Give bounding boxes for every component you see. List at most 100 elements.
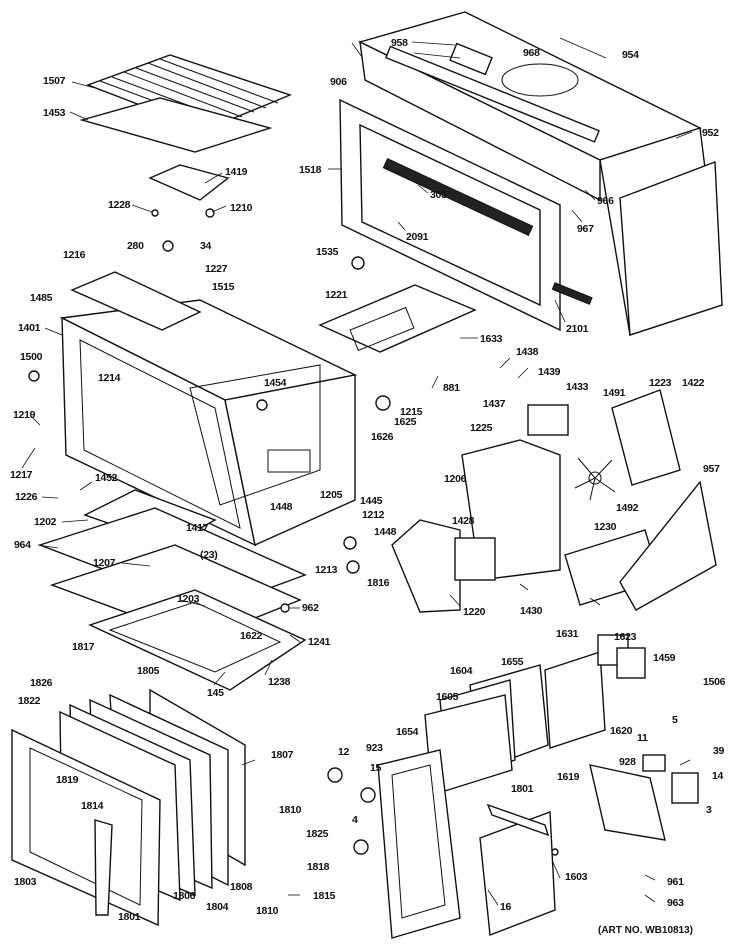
callout-34: 34 [200,240,212,252]
callout-1433: 1433 [566,381,589,393]
callout-1485: 1485 [30,292,53,304]
callout-5: 5 [672,714,678,726]
callout-1620: 1620 [610,725,633,737]
callout-964: 964 [14,539,31,551]
top-bracket-1216 [70,271,202,331]
callout-1801-b: 1801 [511,783,534,795]
callout-962: 962 [302,602,319,614]
callout-923: 923 [366,742,383,754]
callout-1605: 1605 [436,691,459,703]
vent-cover [318,284,477,353]
callout-1654: 1654 [396,726,419,738]
callout-1655: 1655 [501,656,524,668]
callout-1453: 1453 [43,107,66,119]
callout-1604: 1604 [450,665,473,677]
callout-1223: 1223 [649,377,672,389]
callout-954: 954 [622,49,639,61]
callout-1810-a: 1810 [279,804,302,816]
callout-1437: 1437 [483,398,506,410]
callout-1506: 1506 [703,676,726,688]
callout-1491: 1491 [603,387,626,399]
callout-1454: 1454 [264,377,287,389]
callout-1401: 1401 [18,322,41,334]
control-panel [377,634,699,939]
callout-1806: 1806 [173,890,196,902]
callout-1241: 1241 [308,636,331,648]
callout-1603: 1603 [565,871,588,883]
callout-1625: 1625 [394,416,417,428]
callout-1631: 1631 [556,628,579,640]
oven-cavity [59,299,358,547]
callout-1238: 1238 [268,676,291,688]
callout-1216: 1216 [63,249,86,261]
callout-957: 957 [703,463,720,475]
callout-961: 961 [667,876,684,888]
art-number: (ART NO. WB10813) [598,925,694,936]
callout-3: 3 [706,804,712,816]
callout-967: 967 [577,223,594,235]
callout-1819: 1819 [56,774,79,786]
callout-1439: 1439 [538,366,561,378]
callout-1445: 1445 [360,495,383,507]
fan-blade-1492 [574,457,616,501]
callout-1206: 1206 [444,473,467,485]
callout-1448-a: 1448 [270,501,293,513]
callout-145: 145 [207,687,224,699]
callout-1428: 1428 [452,515,475,527]
floor-plates [37,489,307,691]
callout-1803: 1803 [14,876,37,888]
callout-1226: 1226 [15,491,38,503]
callout-12: 12 [338,746,350,758]
callout-14: 14 [712,770,724,782]
callout-1213: 1213 [315,564,338,576]
callout-968: 968 [523,47,540,59]
callout-1518: 1518 [299,164,322,176]
callout-906: 906 [330,76,347,88]
callout-958: 958 [391,37,408,49]
oven-rack [86,54,293,131]
callout-1622: 1622 [240,630,263,642]
callout-1228: 1228 [108,199,131,211]
callout-1221: 1221 [325,289,348,301]
callout-23: (23) [200,549,218,561]
callout-39: 39 [713,745,725,757]
callout-1804: 1804 [206,901,229,913]
callout-1817: 1817 [72,641,95,653]
door-assembly [11,688,246,927]
callout-1202: 1202 [34,516,57,528]
fan-motor-area [391,389,717,613]
callout-1626: 1626 [371,431,394,443]
callout-1452: 1452 [95,472,118,484]
rack-support [148,164,230,201]
callout-16: 16 [500,901,512,913]
callout-1203: 1203 [177,593,200,605]
callout-1219: 1219 [13,409,36,421]
callout-1623: 1623 [614,631,637,643]
callout-1492: 1492 [616,502,639,514]
callout-1214: 1214 [98,372,121,384]
callout-1225: 1225 [470,422,493,434]
callout-1633: 1633 [480,333,503,345]
callout-1816: 1816 [367,577,390,589]
callout-1818: 1818 [307,861,330,873]
callout-305: 305 [430,189,447,201]
callout-952: 952 [702,127,719,139]
callout-1814: 1814 [81,800,104,812]
callout-1212: 1212 [362,509,385,521]
callout-2091: 2091 [406,231,429,243]
callout-966: 966 [597,195,614,207]
callout-2101: 2101 [566,323,589,335]
callout-1227: 1227 [205,263,228,275]
callout-1438: 1438 [516,346,539,358]
callout-1619: 1619 [557,771,580,783]
callout-1801-a: 1801 [118,911,141,923]
callout-15: 15 [370,762,382,774]
callout-4: 4 [352,814,358,826]
callout-1220: 1220 [463,606,486,618]
callout-1417: 1417 [186,522,209,534]
callout-11: 11 [637,732,648,744]
callout-1230: 1230 [594,521,617,533]
callout-1810-b: 1810 [256,905,279,917]
